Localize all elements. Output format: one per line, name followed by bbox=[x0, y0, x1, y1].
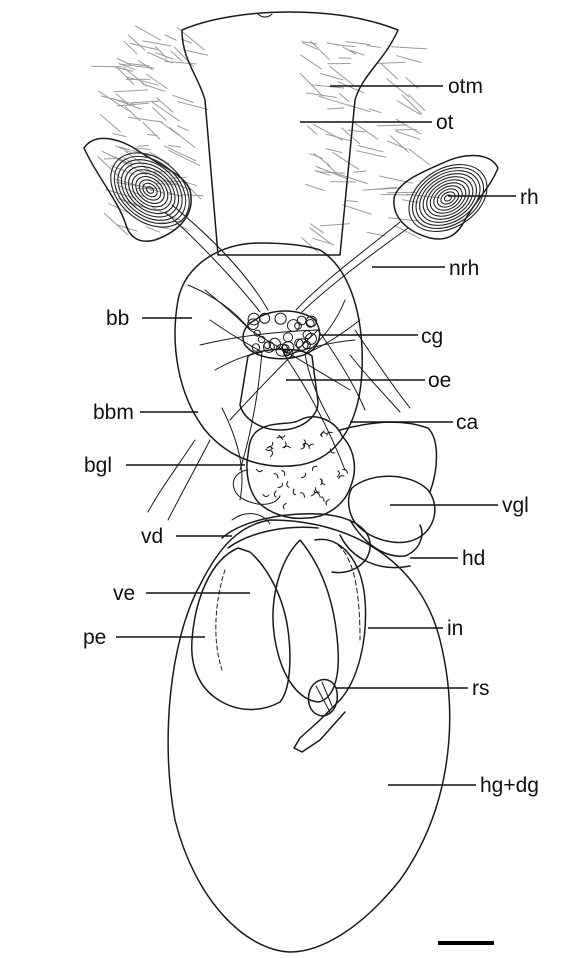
rhinophore-right bbox=[394, 151, 499, 245]
label-vd: vd bbox=[141, 526, 163, 547]
rhinophore-nerve-right bbox=[302, 228, 408, 312]
intestine bbox=[294, 539, 366, 752]
oral-tube-muscle-fibers bbox=[92, 26, 440, 252]
label-hd: hd bbox=[462, 548, 485, 569]
blood-gland bbox=[247, 417, 355, 519]
hepatopancreas-digestive-gland bbox=[168, 520, 450, 952]
buccal-bulb-muscle-left bbox=[148, 440, 195, 512]
hermaphrodite-duct bbox=[350, 520, 422, 556]
leader-lines bbox=[116, 86, 516, 785]
buccal-bulb-muscle-right bbox=[355, 330, 410, 408]
label-in: in bbox=[447, 618, 463, 639]
label-vgl: vgl bbox=[502, 495, 529, 516]
label-nrh: nrh bbox=[449, 258, 479, 279]
label-bbm: bbm bbox=[93, 402, 134, 423]
oral-tube bbox=[182, 12, 398, 255]
label-rh: rh bbox=[520, 187, 539, 208]
label-ca: ca bbox=[456, 412, 478, 433]
label-oe: oe bbox=[428, 370, 451, 391]
label-pe: pe bbox=[83, 627, 106, 648]
vestibule bbox=[273, 540, 338, 702]
label-cg: cg bbox=[421, 326, 443, 347]
label-otm: otm bbox=[448, 76, 483, 97]
label-hg-dg: hg+dg bbox=[480, 775, 539, 796]
label-ot: ot bbox=[436, 112, 454, 133]
label-rs: rs bbox=[472, 678, 490, 699]
rhinophore-left bbox=[84, 138, 204, 242]
label-bb: bb bbox=[106, 308, 129, 329]
label-ve: ve bbox=[113, 583, 135, 604]
label-bgl: bgl bbox=[84, 455, 112, 476]
